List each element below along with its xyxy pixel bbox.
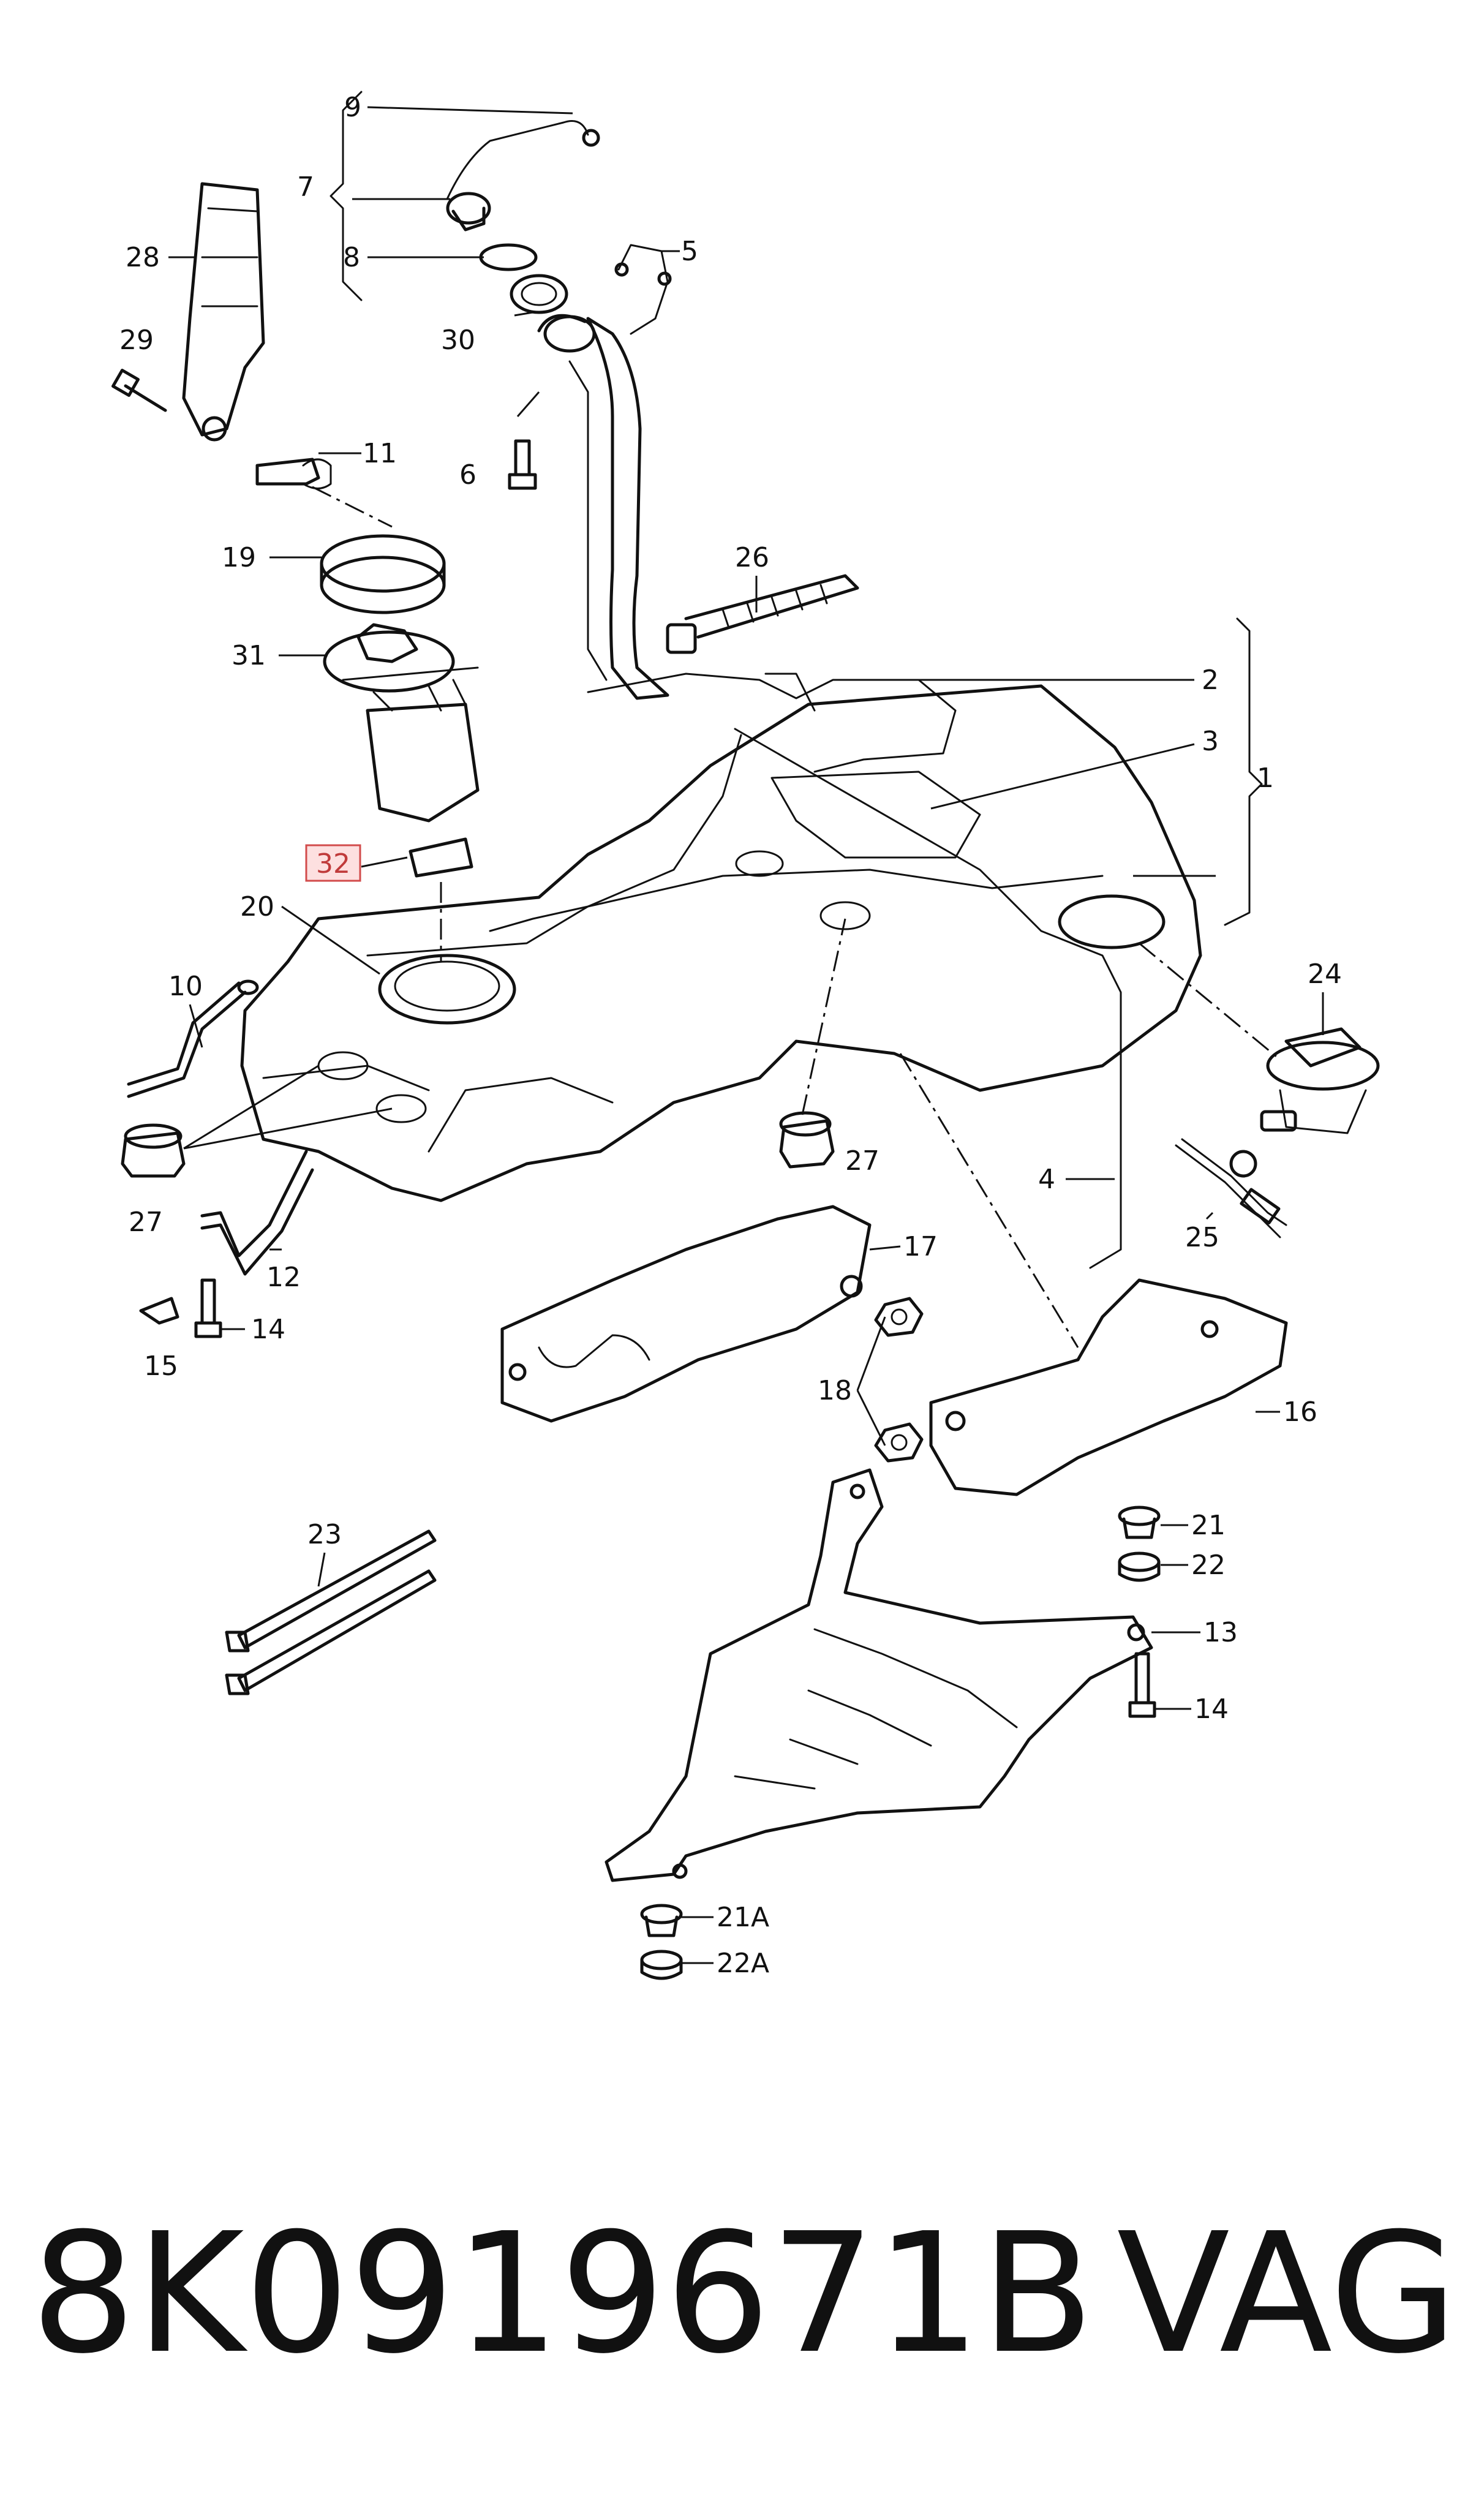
heat-shield-17 <box>500 1205 872 1423</box>
label-9: 9 <box>344 92 361 123</box>
label-5: 5 <box>681 236 698 267</box>
leader-lines <box>168 106 1324 1964</box>
clip-15 <box>139 1297 179 1325</box>
fuel-pump-module <box>323 623 480 823</box>
grommet-22a <box>640 1950 683 1980</box>
sender-axis <box>1139 942 1281 1061</box>
bolt-6 <box>508 439 537 490</box>
label-24: 24 <box>1308 959 1342 990</box>
group-bracket-1 <box>1224 617 1263 926</box>
label-12: 12 <box>266 1262 301 1293</box>
label-20: 20 <box>240 891 274 922</box>
label-25: 25 <box>1185 1222 1219 1253</box>
label-23: 23 <box>307 1519 342 1550</box>
bolt-29 <box>111 369 167 412</box>
wire-harness <box>1175 1138 1287 1238</box>
assembly-line <box>312 486 393 528</box>
bolt-14-right <box>1128 1652 1156 1718</box>
vent-pipe-10 <box>127 979 259 1098</box>
vent-line <box>489 673 1122 1269</box>
level-sender <box>1229 1027 1380 1178</box>
label-8: 8 <box>343 242 360 273</box>
hose-11 <box>255 458 332 489</box>
label-2: 2 <box>1202 665 1219 696</box>
highlight-box-32 <box>305 844 361 882</box>
fuel-filter <box>409 837 473 878</box>
tank-strap <box>200 1150 314 1276</box>
sensor-wire <box>614 244 672 335</box>
rubber-mount-right <box>779 1111 835 1169</box>
heat-shield-16 <box>929 1278 1288 1496</box>
label-6: 6 <box>459 459 476 491</box>
fuel-tank <box>240 684 1202 1202</box>
label-22: 22 <box>1191 1550 1226 1581</box>
label-10: 10 <box>168 971 203 1002</box>
label-1: 1 <box>1257 763 1274 794</box>
grommet-22 <box>1118 1551 1161 1582</box>
part-labels: 1 2 3 4 5 6 7 8 9 10 11 12 13 14 14 15 1… <box>119 92 1342 1979</box>
exploded-parts-drawing: 1 2 3 4 5 6 7 8 9 10 11 12 13 14 14 15 1… <box>111 91 1380 1980</box>
label-15: 15 <box>144 1351 178 1382</box>
cable-ties <box>225 1529 437 1695</box>
label-13: 13 <box>1203 1617 1238 1648</box>
label-11: 11 <box>363 438 397 469</box>
caption-bar: 8K0919671B VAG <box>31 2211 1458 2376</box>
label-29: 29 <box>119 325 154 356</box>
grommet-21 <box>1118 1506 1161 1539</box>
underbody-guard <box>605 1468 1153 1882</box>
group-bracket-7 <box>330 91 363 301</box>
cap-assembly <box>446 120 600 314</box>
label-30: 30 <box>441 325 475 356</box>
grommet-21a <box>640 1904 683 1937</box>
label-31: 31 <box>232 640 266 671</box>
nut-18-lower <box>874 1422 924 1463</box>
filler-neck <box>537 314 669 700</box>
label-19: 19 <box>222 542 256 573</box>
bracket-28 <box>182 182 265 442</box>
label-28: 28 <box>126 242 160 273</box>
label-17: 17 <box>903 1231 938 1262</box>
label-21a: 21A <box>717 1902 769 1933</box>
brand-name: VAG <box>1117 2197 1458 2390</box>
label-27-right: 27 <box>845 1145 879 1177</box>
label-27-left: 27 <box>129 1207 163 1238</box>
label-18: 18 <box>818 1375 852 1406</box>
label-14-left: 14 <box>251 1314 285 1345</box>
label-14-right: 14 <box>1194 1694 1229 1725</box>
mount-leader <box>183 1065 393 1150</box>
part-number: 8K0919671B <box>31 2197 1094 2390</box>
label-26: 26 <box>735 542 769 573</box>
label-32: 32 <box>316 848 350 880</box>
mount-axis <box>801 918 846 1115</box>
rubber-mount-left <box>121 1123 186 1178</box>
label-16: 16 <box>1283 1396 1317 1428</box>
nut-18-upper <box>874 1297 924 1337</box>
label-4: 4 <box>1038 1164 1055 1195</box>
shield-axis <box>899 1053 1079 1348</box>
label-3: 3 <box>1202 726 1219 757</box>
locking-ring <box>320 534 446 614</box>
corrugated-hose <box>666 574 859 654</box>
label-22a: 22A <box>717 1948 769 1979</box>
label-7: 7 <box>297 172 314 203</box>
bolt-14-left <box>194 1278 222 1338</box>
label-21: 21 <box>1191 1510 1226 1541</box>
